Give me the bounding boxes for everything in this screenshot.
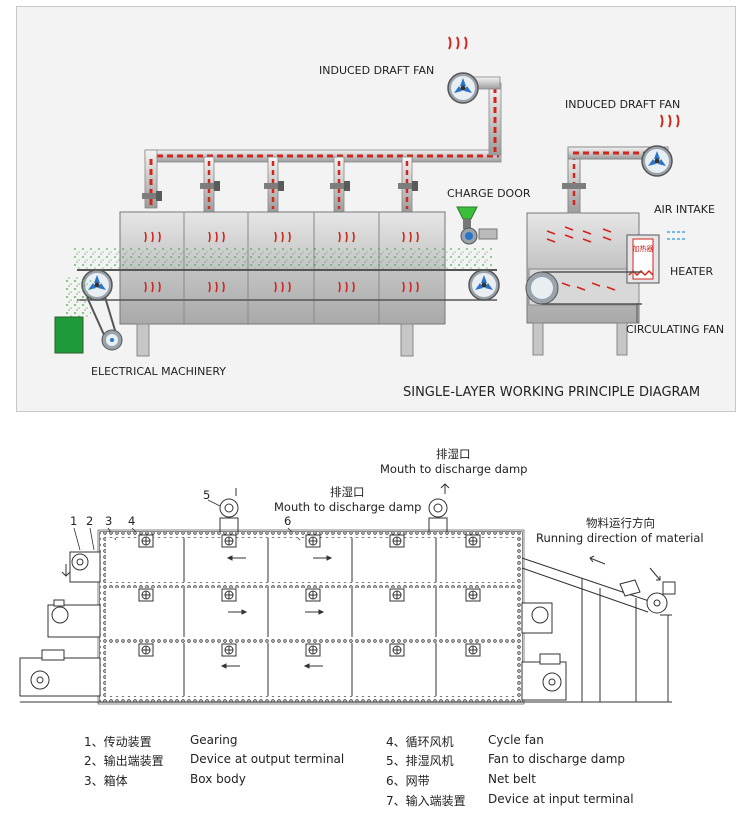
single-layer-diagram: INDUCED DRAFT FAN (54, 36, 724, 400)
discharge-cn-1: 排湿口 (436, 447, 471, 461)
air-intake-arrows (667, 231, 685, 240)
multi-layer-diagram: 排湿口 Mouth to discharge damp 排湿口 Mouth to… (19, 447, 704, 705)
legend-item-en: Net belt (488, 772, 536, 786)
discharge-en-1: Mouth to discharge damp (380, 462, 527, 476)
circulating-fan-label: CIRCULATING FAN (626, 323, 724, 336)
box-body (97, 529, 525, 705)
discharge-fan-1-icon (219, 488, 239, 533)
direction-en: Running direction of material (536, 531, 704, 545)
heater-cn-label: 加热器 (633, 244, 654, 253)
charge-door-icon (456, 206, 498, 245)
callout-3: 3 (105, 514, 112, 528)
flow-arrows (220, 555, 333, 669)
legend-item: 7、输入端装置 (386, 794, 466, 808)
legend-item-en: Device at input terminal (488, 792, 634, 806)
legend-item: 1、传动装置 (84, 735, 152, 749)
induced-draft-fan-1-label: INDUCED DRAFT FAN (319, 64, 434, 77)
induced-draft-fan-1-icon (447, 36, 479, 104)
induced-draft-fan-2-label: INDUCED DRAFT FAN (565, 98, 680, 111)
legend-item: 5、排湿风机 (386, 754, 454, 768)
legend-item-en: Device at output terminal (190, 752, 345, 766)
electrical-machinery-icon (86, 296, 123, 351)
callout-1: 1 (70, 514, 77, 528)
callout-4: 4 (128, 514, 135, 528)
callout-6: 6 (284, 514, 291, 528)
legend-item-en: Cycle fan (488, 733, 544, 747)
multi-layer-diagram-panel: 排湿口 Mouth to discharge damp 排湿口 Mouth to… (0, 440, 750, 740)
heater-heat-marks (546, 226, 616, 291)
dryer-box (72, 211, 497, 357)
callout-5: 5 (203, 488, 210, 502)
single-layer-diagram-panel: INDUCED DRAFT FAN (16, 6, 736, 412)
legend-item: 3、箱体 (84, 774, 128, 788)
discharge-cn-2: 排湿口 (330, 485, 365, 499)
charge-door-label: CHARGE DOOR (447, 187, 531, 200)
net-belts (100, 532, 522, 702)
legend-item: 2、输出端装置 (84, 754, 164, 768)
induced-draft-fan-2-icon (641, 114, 680, 177)
material-fall (65, 277, 91, 317)
duct-valves (142, 156, 418, 213)
belt-roller-right-icon (468, 269, 500, 301)
collection-bin (54, 316, 84, 354)
discharge-fan-2-icon (428, 483, 450, 533)
legend-item: 6、网带 (386, 774, 430, 788)
discharge-en-2: Mouth to discharge damp (274, 500, 421, 514)
callout-2: 2 (86, 514, 93, 528)
heat-flow-marks (144, 231, 419, 293)
legend-item-en: Gearing (190, 733, 238, 747)
legend-item: 4、循环风机 (386, 735, 454, 749)
air-intake-label: AIR INTAKE (654, 203, 715, 216)
output-terminal-device (19, 551, 101, 697)
heater-label: HEATER (670, 265, 714, 278)
legend-item-en: Box body (190, 772, 246, 786)
exhaust-pipe (144, 76, 502, 209)
legend-item-en: Fan to discharge damp (488, 752, 626, 766)
legend: 1、传动装置 Gearing 2、输出端装置 Device at output … (0, 728, 750, 817)
diagram-title: SINGLE-LAYER WORKING PRINCIPLE DIAGRAM (403, 385, 700, 400)
input-terminal-device (521, 555, 676, 703)
electrical-machinery-label: ELECTRICAL MACHINERY (91, 365, 226, 378)
direction-cn: 物料运行方向 (586, 516, 655, 530)
